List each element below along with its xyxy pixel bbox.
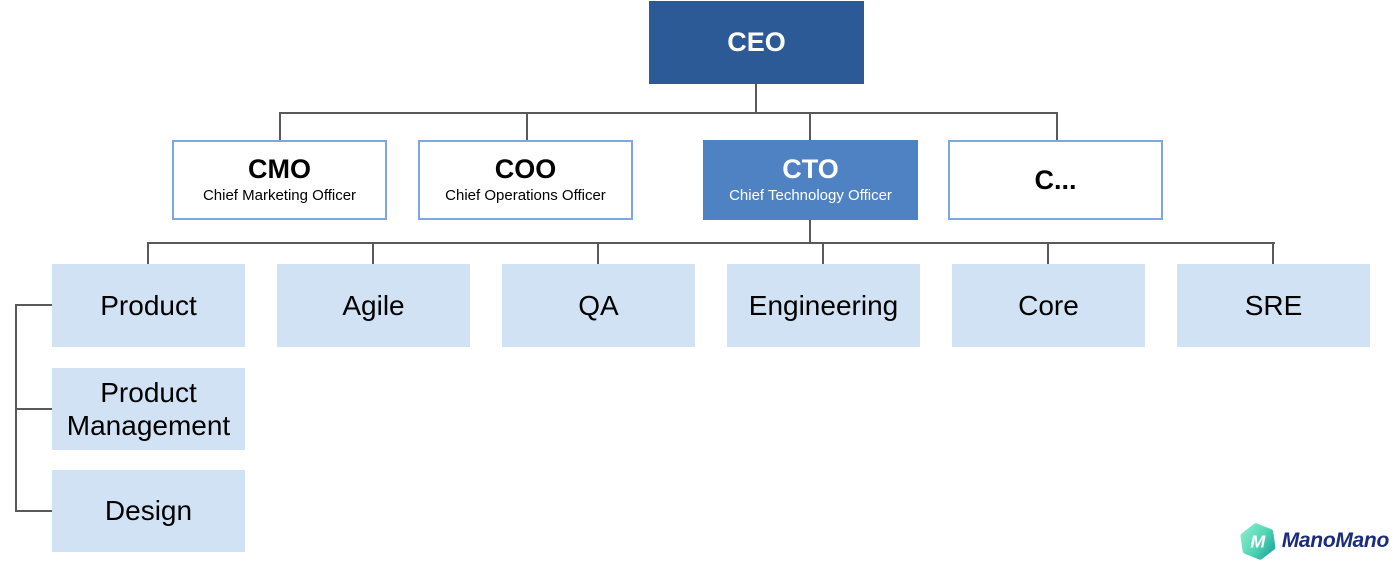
connector-drop-core — [1047, 242, 1049, 264]
node-product-management-label: Product Management — [66, 376, 231, 441]
node-cto-subtitle: Chief Technology Officer — [729, 187, 892, 205]
connector-drop-coo — [526, 112, 528, 140]
node-design-label: Design — [104, 495, 193, 527]
connector-drop-cmo — [279, 112, 281, 140]
manomano-logo: M ManoMano — [1239, 519, 1389, 563]
node-sre: SRE — [1177, 264, 1370, 347]
node-coo-title: COO — [494, 154, 557, 185]
node-cmo-title: CMO — [248, 154, 311, 185]
node-coo-subtitle: Chief Operations Officer — [445, 187, 606, 205]
connector-drop-product — [147, 242, 149, 264]
node-cmo-subtitle: Chief Marketing Officer — [202, 187, 357, 205]
node-ceo-title: CEO — [727, 27, 786, 58]
node-agile: Agile — [277, 264, 470, 347]
node-product-management: Product Management — [52, 368, 245, 450]
node-design: Design — [52, 470, 245, 552]
connector-product-bracket-bottom — [15, 510, 52, 512]
node-cto-title: CTO — [782, 154, 839, 185]
connector-drop-agile — [372, 242, 374, 264]
svg-text:M: M — [1250, 532, 1266, 552]
node-sre-label: SRE — [1244, 289, 1303, 321]
connector-drop-cto — [809, 112, 811, 140]
connector-ceo-stem — [755, 84, 757, 113]
node-product-label: Product — [100, 289, 197, 321]
connector-drop-sre — [1272, 242, 1274, 264]
node-cmo: CMO Chief Marketing Officer — [172, 140, 387, 220]
connector-drop-qa — [597, 242, 599, 264]
connector-level3-bus — [147, 242, 1275, 244]
node-c-truncated: C... — [948, 140, 1163, 220]
connector-drop-engineering — [822, 242, 824, 264]
brand-name: ManoMano — [1281, 529, 1390, 552]
connector-drop-c-truncated — [1056, 112, 1058, 140]
connector-product-bracket-middle — [15, 408, 52, 410]
node-qa: QA — [502, 264, 695, 347]
node-product: Product — [52, 264, 245, 347]
node-core: Core — [952, 264, 1145, 347]
connector-cto-stem — [809, 220, 811, 243]
node-agile-label: Agile — [342, 289, 405, 321]
node-cto: CTO Chief Technology Officer — [703, 140, 918, 220]
node-engineering-label: Engineering — [748, 289, 899, 321]
node-core-label: Core — [1018, 289, 1079, 321]
node-coo: COO Chief Operations Officer — [418, 140, 633, 220]
node-qa-label: QA — [578, 289, 619, 321]
node-c-truncated-title: C... — [1034, 164, 1077, 195]
node-engineering: Engineering — [727, 264, 920, 347]
manomano-hexagon-icon: M — [1240, 523, 1276, 560]
connector-level2-bus — [279, 112, 1058, 114]
connector-product-bracket-top — [15, 304, 52, 306]
node-ceo: CEO — [649, 1, 864, 84]
